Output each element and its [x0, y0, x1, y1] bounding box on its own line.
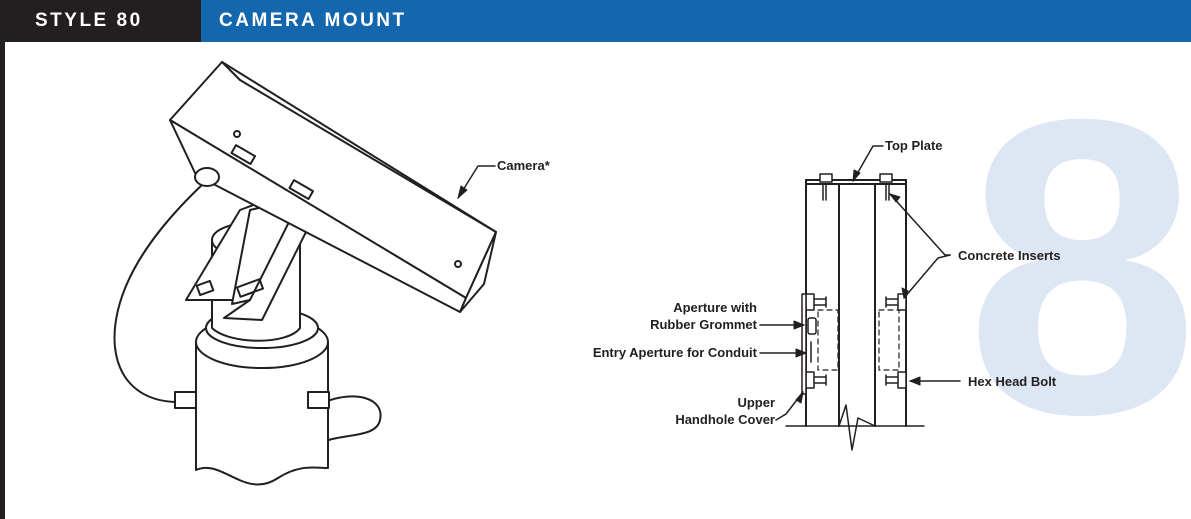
left-upper-bolt	[805, 293, 827, 311]
top-bolt-right	[879, 173, 893, 201]
concrete-insert-left	[817, 309, 839, 371]
top-bolt-left	[819, 173, 833, 201]
camera-vent-1	[230, 144, 257, 165]
right-upper-bolt	[885, 293, 907, 311]
bracket-slot	[236, 278, 264, 298]
conduit-cable	[113, 181, 206, 403]
concrete-inserts-label: Concrete Inserts	[958, 248, 1061, 263]
page-title: CAMERA MOUNT	[201, 0, 1191, 42]
elevation-view	[785, 173, 925, 451]
conduit-cable-right	[317, 395, 382, 446]
top-plate-leader	[852, 145, 884, 182]
camera-top-edge	[239, 79, 497, 233]
handhole-label-line2: Handhole Cover	[675, 412, 775, 427]
concrete-insert-right	[878, 309, 900, 371]
camera-vent-2	[288, 179, 315, 200]
camera-screw-1	[233, 130, 241, 138]
style-number: STYLE 80	[0, 0, 201, 42]
cable-connector	[194, 167, 220, 187]
concrete-inserts-leader-b	[903, 254, 951, 299]
left-rule	[0, 42, 5, 519]
entry-aperture-label: Entry Aperture for Conduit	[593, 345, 758, 360]
camera-leader-arrow	[457, 185, 468, 199]
camera-front	[459, 231, 497, 313]
bracket-slot-rear	[195, 279, 215, 297]
elevation-leaders	[759, 145, 961, 421]
right-set-screw	[307, 391, 330, 409]
handhole-cover	[801, 293, 807, 395]
camera-mount-illustration	[113, 61, 497, 486]
top-plate-label: Top Plate	[885, 138, 943, 153]
camera-screw-2	[454, 260, 462, 268]
break-line	[838, 404, 876, 451]
aperture-label-line1: Aperture with	[673, 300, 757, 315]
handhole-label-line1: Upper	[737, 395, 775, 410]
top-plate	[805, 179, 907, 185]
side-number-watermark: 8	[965, 33, 1191, 502]
left-set-screw	[174, 391, 197, 409]
right-lower-bolt	[885, 371, 907, 389]
hex-bolt-label: Hex Head Bolt	[968, 374, 1057, 389]
header-bar: STYLE 80 CAMERA MOUNT	[0, 0, 1191, 42]
aperture-label-line2: Rubber Grommet	[650, 317, 758, 332]
concrete-inserts-leader-a	[889, 193, 951, 256]
lower-pole	[195, 341, 329, 486]
left-lower-bolt	[805, 371, 827, 389]
camera-top-ridge	[221, 61, 241, 81]
camera-leader	[457, 165, 496, 199]
elevation-arrowheads	[793, 169, 921, 404]
rubber-grommet	[807, 317, 817, 335]
camera-label: Camera*	[497, 158, 551, 173]
